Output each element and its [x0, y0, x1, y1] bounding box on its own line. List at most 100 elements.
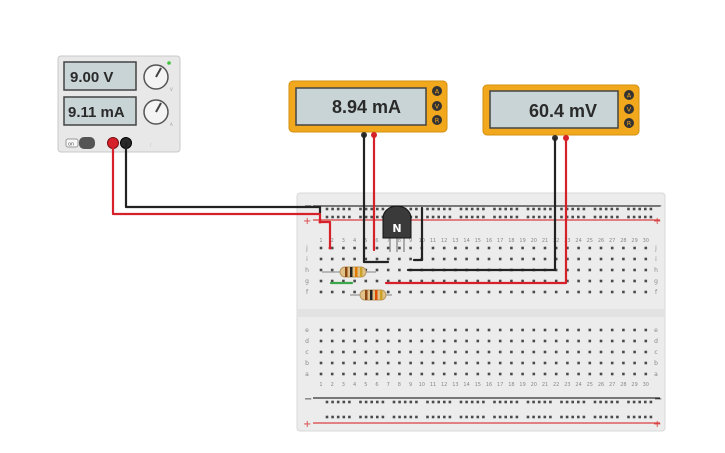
- breadboard-hole[interactable]: [571, 400, 574, 404]
- breadboard-hole[interactable]: [353, 339, 356, 343]
- breadboard-hole[interactable]: [353, 257, 356, 261]
- breadboard-hole[interactable]: [588, 290, 592, 294]
- breadboard-hole[interactable]: [610, 400, 614, 404]
- breadboard-hole[interactable]: [465, 257, 468, 261]
- breadboard-hole[interactable]: [532, 246, 536, 250]
- breadboard-hole[interactable]: [566, 339, 569, 343]
- breadboard-hole[interactable]: [633, 328, 636, 332]
- breadboard-hole[interactable]: [515, 415, 519, 419]
- breadboard-hole[interactable]: [443, 207, 446, 211]
- breadboard-hole[interactable]: [526, 207, 530, 211]
- breadboard-hole[interactable]: [510, 257, 513, 261]
- breadboard-hole[interactable]: [599, 372, 603, 376]
- breadboard-hole[interactable]: [504, 207, 507, 211]
- breadboard-hole[interactable]: [353, 372, 356, 376]
- breadboard-hole[interactable]: [543, 400, 547, 404]
- multimeter-ammeter[interactable]: 8.94 mA A V R: [288, 80, 448, 138]
- breadboard-hole[interactable]: [487, 290, 491, 294]
- breadboard-hole[interactable]: [398, 372, 401, 376]
- breadboard-hole[interactable]: [364, 279, 368, 283]
- breadboard-hole[interactable]: [577, 268, 580, 272]
- breadboard-hole[interactable]: [409, 290, 412, 294]
- breadboard-hole[interactable]: [330, 290, 334, 294]
- breadboard-hole[interactable]: [537, 400, 541, 404]
- breadboard-hole[interactable]: [398, 328, 401, 332]
- breadboard-hole[interactable]: [510, 339, 513, 343]
- breadboard-hole[interactable]: [342, 415, 346, 419]
- breadboard-hole[interactable]: [599, 268, 603, 272]
- breadboard-hole[interactable]: [342, 215, 346, 219]
- breadboard-hole[interactable]: [470, 415, 474, 419]
- breadboard-hole[interactable]: [319, 246, 323, 250]
- breadboard-hole[interactable]: [476, 400, 480, 404]
- breadboard-hole[interactable]: [510, 279, 513, 283]
- breadboard-hole[interactable]: [319, 372, 323, 376]
- breadboard-hole[interactable]: [543, 207, 547, 211]
- breadboard-hole[interactable]: [610, 279, 614, 283]
- breadboard-hole[interactable]: [532, 372, 536, 376]
- breadboard-hole[interactable]: [476, 350, 480, 354]
- breadboard-hole[interactable]: [330, 350, 334, 354]
- breadboard-hole[interactable]: [633, 339, 636, 343]
- breadboard-hole[interactable]: [381, 207, 385, 211]
- breadboard-hole[interactable]: [577, 372, 580, 376]
- breadboard-hole[interactable]: [498, 328, 502, 332]
- breadboard-hole[interactable]: [577, 246, 580, 250]
- breadboard-hole[interactable]: [319, 328, 323, 332]
- breadboard-hole[interactable]: [476, 339, 480, 343]
- breadboard-hole[interactable]: [566, 350, 569, 354]
- breadboard-hole[interactable]: [465, 290, 468, 294]
- breadboard-hole[interactable]: [510, 215, 513, 219]
- breadboard-hole[interactable]: [521, 328, 524, 332]
- breadboard-hole[interactable]: [498, 290, 502, 294]
- breadboard-hole[interactable]: [476, 279, 480, 283]
- breadboard-hole[interactable]: [375, 339, 379, 343]
- breadboard-hole[interactable]: [409, 246, 412, 250]
- breadboard-hole[interactable]: [431, 328, 435, 332]
- breadboard-hole[interactable]: [521, 350, 524, 354]
- breadboard-hole[interactable]: [498, 257, 502, 261]
- breadboard-hole[interactable]: [319, 290, 323, 294]
- breadboard-hole[interactable]: [526, 400, 530, 404]
- breadboard-hole[interactable]: [426, 400, 429, 404]
- breadboard-hole[interactable]: [319, 350, 323, 354]
- breadboard-hole[interactable]: [644, 361, 648, 365]
- breadboard-hole[interactable]: [353, 290, 356, 294]
- breadboard-hole[interactable]: [487, 328, 491, 332]
- breadboard-hole[interactable]: [610, 372, 614, 376]
- breadboard-hole[interactable]: [398, 279, 401, 283]
- breadboard-hole[interactable]: [543, 361, 547, 365]
- breadboard-hole[interactable]: [549, 207, 552, 211]
- breadboard-hole[interactable]: [610, 290, 614, 294]
- breadboard-hole[interactable]: [638, 415, 641, 419]
- wires[interactable]: [111, 133, 568, 285]
- breadboard-hole[interactable]: [515, 400, 519, 404]
- breadboard-hole[interactable]: [376, 207, 379, 211]
- breadboard-holes[interactable]: [319, 207, 653, 419]
- breadboard-hole[interactable]: [364, 400, 368, 404]
- breadboard-hole[interactable]: [431, 279, 435, 283]
- breadboard-hole[interactable]: [510, 290, 513, 294]
- breadboard-hole[interactable]: [577, 257, 580, 261]
- breadboard-hole[interactable]: [521, 257, 524, 261]
- breadboard-hole[interactable]: [644, 268, 648, 272]
- breadboard-hole[interactable]: [554, 268, 558, 272]
- breadboard-hole[interactable]: [599, 246, 603, 250]
- breadboard-hole[interactable]: [543, 328, 547, 332]
- breadboard-hole[interactable]: [549, 415, 552, 419]
- breadboard-hole[interactable]: [644, 350, 648, 354]
- breadboard-hole[interactable]: [392, 415, 396, 419]
- breadboard-hole[interactable]: [588, 350, 592, 354]
- breadboard-hole[interactable]: [409, 400, 413, 404]
- breadboard-hole[interactable]: [599, 350, 603, 354]
- breadboard-hole[interactable]: [386, 279, 390, 283]
- breadboard-hole[interactable]: [386, 257, 390, 261]
- breadboard-hole[interactable]: [604, 207, 608, 211]
- breadboard-hole[interactable]: [431, 246, 435, 250]
- breadboard-hole[interactable]: [532, 415, 535, 419]
- breadboard-hole[interactable]: [599, 361, 603, 365]
- breadboard-hole[interactable]: [443, 215, 446, 219]
- breadboard-hole[interactable]: [386, 361, 390, 365]
- breadboard-hole[interactable]: [644, 257, 648, 261]
- breadboard-hole[interactable]: [588, 361, 592, 365]
